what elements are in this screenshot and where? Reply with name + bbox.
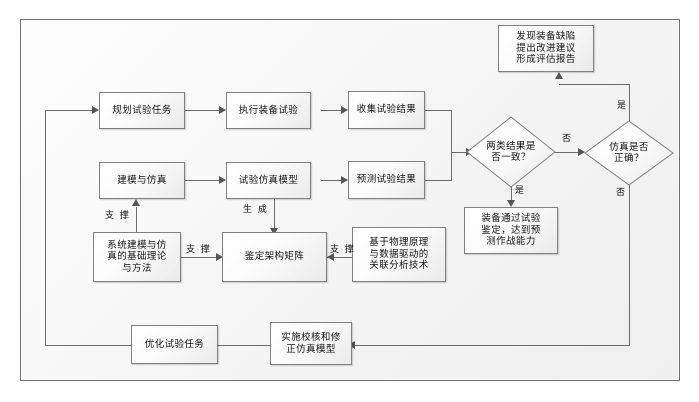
edge-simmodel-to-matrix bbox=[274, 198, 275, 232]
node-plan[interactable]: 规划试验任务 bbox=[99, 92, 185, 129]
arrowhead-execute-to-collect bbox=[341, 106, 348, 114]
decision-consistent[interactable]: 两类结果是 否一致？ bbox=[466, 116, 556, 188]
node-correct-label: 实施校核和修 正仿真模型 bbox=[281, 332, 341, 355]
edge-label-consistent-yes: 是 bbox=[515, 186, 525, 196]
arrowhead-simcorrect-yes bbox=[555, 72, 563, 79]
node-predict[interactable]: 预测试验结果 bbox=[348, 161, 425, 199]
edge-predict-merge bbox=[424, 180, 452, 181]
node-optimize[interactable]: 优化试验任务 bbox=[131, 325, 218, 364]
node-plan-label: 规划试验任务 bbox=[112, 104, 172, 116]
node-simmodel-label: 试验仿真模型 bbox=[238, 174, 299, 186]
edge-label-generate: 生 成 bbox=[243, 205, 269, 215]
edge-consistent-no bbox=[551, 152, 584, 153]
edge-analysis-to-matrix bbox=[327, 257, 365, 258]
node-matrix[interactable]: 鉴定架构矩阵 bbox=[222, 232, 327, 282]
arrowhead-analysis-to-matrix bbox=[327, 253, 334, 261]
edge-label-support-analysis-matrix: 支 撑 bbox=[330, 245, 356, 255]
edge-label-support-theory-modelsim: 支 撑 bbox=[105, 211, 131, 221]
node-matrix-label: 鉴定架构矩阵 bbox=[244, 251, 305, 263]
node-report[interactable]: 发现装备缺陷 提出改进建议 形成评估报告 bbox=[498, 25, 594, 72]
edge-merge-vertical bbox=[451, 110, 452, 181]
node-collect-label: 收集试验结果 bbox=[356, 104, 417, 116]
edge-theory-to-modelsim bbox=[136, 207, 137, 232]
arrowhead-feedback-to-plan bbox=[92, 106, 99, 114]
node-correct[interactable]: 实施校核和修 正仿真模型 bbox=[270, 322, 352, 365]
edge-label-simcorrect-no: 否 bbox=[616, 188, 626, 198]
edge-plan-to-execute bbox=[185, 110, 225, 111]
node-execute[interactable]: 执行装备试验 bbox=[226, 92, 311, 129]
diamond-shape-icon bbox=[466, 116, 556, 188]
edge-correct-to-optimize bbox=[198, 345, 270, 346]
arrowhead-theory-to-matrix bbox=[216, 253, 223, 261]
arrowhead-plan-to-execute bbox=[219, 106, 226, 114]
edge-simmodel-to-predict bbox=[321, 180, 347, 181]
edge-feedback-to-plan bbox=[45, 110, 95, 111]
node-analysis-label: 基于物理原理 与数据驱动的 关联分析技术 bbox=[369, 237, 429, 272]
node-optimize-label: 优化试验任务 bbox=[144, 338, 205, 350]
edge-feedback-left-vertical bbox=[45, 110, 46, 346]
arrowhead-theory-to-modelsim bbox=[132, 199, 140, 206]
edge-simcorrect-no-rail bbox=[348, 345, 630, 346]
edge-feedback-bottom-rail bbox=[45, 345, 140, 346]
arrowhead-consistent-yes bbox=[507, 200, 515, 207]
edge-label-simcorrect-yes: 是 bbox=[617, 101, 627, 111]
arrowhead-modelsim-to-simmodel bbox=[219, 176, 226, 184]
edge-simcorrect-no-vertical bbox=[629, 184, 630, 345]
edge-simcorrect-yes-vertical bbox=[629, 84, 630, 121]
node-modelsim[interactable]: 建模与仿真 bbox=[99, 162, 185, 199]
node-modelsim-label: 建模与仿真 bbox=[117, 174, 167, 186]
edge-execute-to-collect bbox=[321, 110, 347, 111]
arrowhead-simmodel-to-predict bbox=[341, 176, 348, 184]
edge-label-consistent-no: 否 bbox=[562, 134, 572, 144]
diamond-shape-icon bbox=[584, 120, 674, 186]
node-collect[interactable]: 收集试验结果 bbox=[348, 91, 425, 129]
edge-collect-merge bbox=[424, 110, 452, 111]
arrowhead-simmodel-to-matrix bbox=[270, 228, 278, 235]
node-report-label: 发现装备缺陷 提出改进建议 形成评估报告 bbox=[516, 31, 576, 66]
node-simmodel[interactable]: 试验仿真模型 bbox=[226, 162, 311, 199]
decision-simcorrect[interactable]: 仿真是否 正确？ bbox=[584, 120, 674, 186]
edge-modelsim-to-simmodel bbox=[185, 180, 225, 181]
node-pass-label: 装备通过试验 鉴定，达到预 测作战能力 bbox=[481, 213, 541, 248]
edge-consistent-yes bbox=[511, 184, 512, 204]
edge-simcorrect-yes-horizontal bbox=[559, 84, 630, 85]
node-execute-label: 执行装备试验 bbox=[238, 104, 299, 116]
node-predict-label: 预测试验结果 bbox=[356, 174, 417, 186]
node-theory[interactable]: 系统建模与仿 真的基础理论 与方法 bbox=[93, 232, 181, 282]
edge-theory-to-matrix bbox=[181, 257, 221, 258]
arrowhead-consistent-no bbox=[578, 148, 585, 156]
edge-label-support-theory-matrix: 支 撑 bbox=[186, 245, 212, 255]
edge-merge-to-consistent bbox=[451, 152, 471, 153]
node-analysis[interactable]: 基于物理原理 与数据驱动的 关联分析技术 bbox=[352, 227, 446, 282]
node-pass[interactable]: 装备通过试验 鉴定，达到预 测作战能力 bbox=[464, 207, 558, 254]
node-theory-label: 系统建模与仿 真的基础理论 与方法 bbox=[107, 239, 167, 274]
diagram-frame bbox=[20, 19, 680, 381]
